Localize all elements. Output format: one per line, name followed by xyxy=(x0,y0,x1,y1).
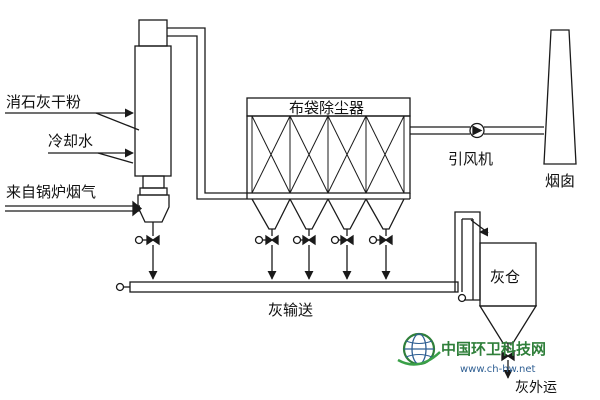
cooling-water-leader xyxy=(97,152,134,164)
reactor-discharge-valve-icon xyxy=(134,230,160,246)
globe-logo-icon xyxy=(397,332,441,366)
cooling-water-label: 冷却水 xyxy=(48,132,93,150)
filter-hoppers xyxy=(251,198,405,230)
induced-fan-icon xyxy=(469,122,485,139)
bucket-elevator xyxy=(454,211,481,303)
hopper-valve-icon xyxy=(330,229,354,246)
watermark-url: www.ch-hw.net xyxy=(460,364,536,375)
lime-to-reactor-leader xyxy=(95,112,140,131)
boiler-flue-gas-label: 来自锅炉烟气 xyxy=(6,183,96,201)
induced-fan-label: 引风机 xyxy=(448,150,493,168)
silo-discharge-valve-icon xyxy=(501,350,515,362)
elevator-top-arrow xyxy=(470,219,489,237)
chimney-label: 烟囱 xyxy=(545,172,575,190)
chimney-icon xyxy=(543,29,577,165)
ash-outgoing-label: 灰外运 xyxy=(515,380,557,396)
bag-filter-label: 布袋除尘器 xyxy=(289,99,364,117)
watermark: 中国环卫科技网 www.ch-hw.net xyxy=(397,332,546,375)
lime-powder-label: 消石灰干粉 xyxy=(6,93,81,111)
duct-reactor-to-filter-outer xyxy=(167,27,247,194)
hopper-valve-icon xyxy=(368,229,393,246)
ash-conveyor xyxy=(115,281,459,293)
hopper-valve-icon xyxy=(292,229,316,246)
hopper-valve-icon xyxy=(254,229,279,246)
ash-silo xyxy=(478,242,538,352)
watermark-site-name: 中国环卫科技网 xyxy=(441,340,546,358)
filter-bag-crosses xyxy=(251,115,405,194)
duct-reactor-to-filter-inner xyxy=(167,35,247,200)
ash-silo-label: 灰仓 xyxy=(490,268,520,286)
flue-gas-inlet-arrow xyxy=(132,200,143,217)
reactor-tower xyxy=(134,19,172,230)
ash-conveying-label: 灰输送 xyxy=(268,301,313,319)
